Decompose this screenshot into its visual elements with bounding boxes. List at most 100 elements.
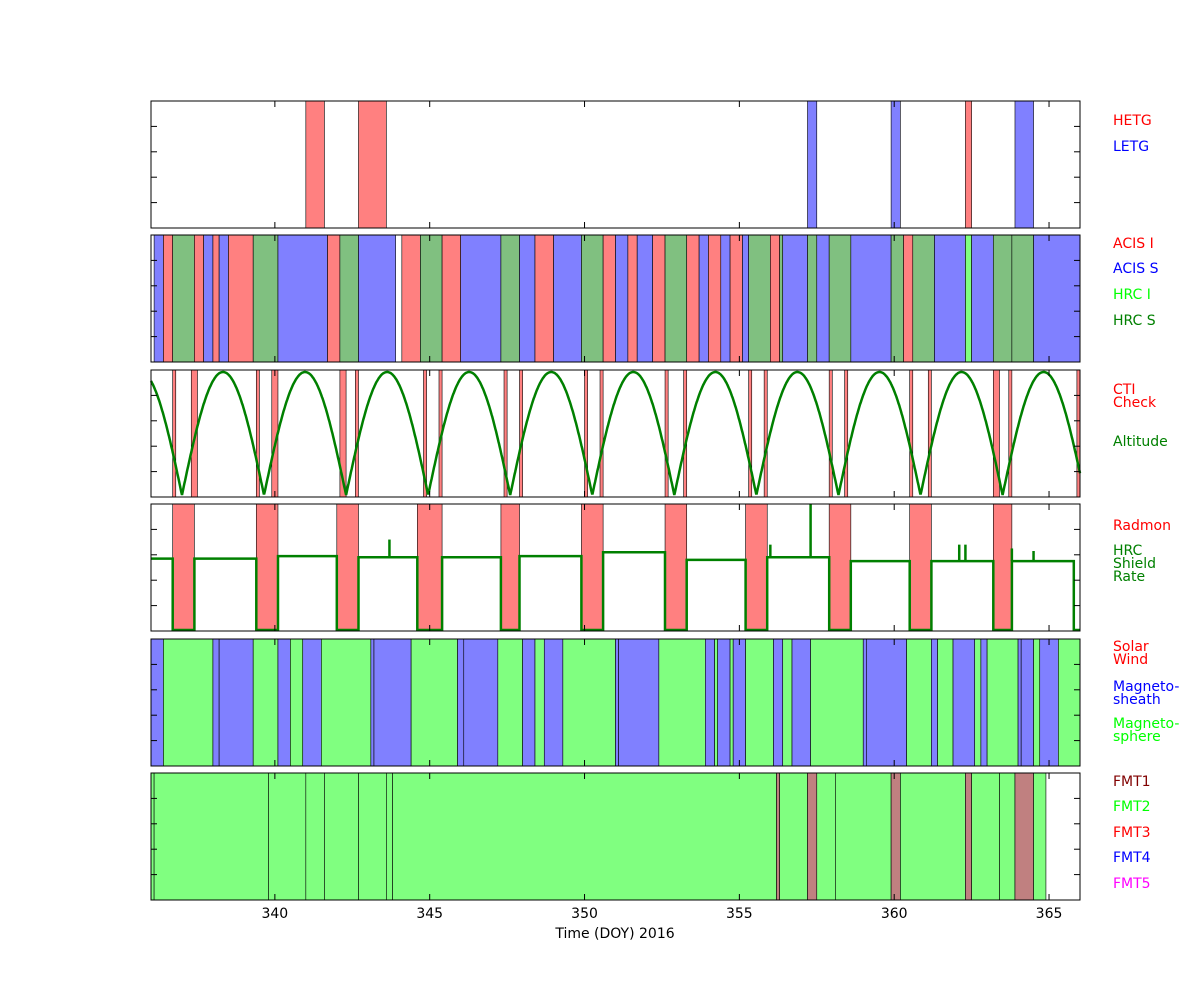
band-acis-i: [194, 234, 204, 363]
band-radmon: [172, 503, 195, 632]
band-cti: [748, 369, 753, 498]
band-acis-s: [358, 234, 396, 363]
legend-label: CTI: [1113, 382, 1135, 398]
band-magnetosheath: [1039, 638, 1059, 767]
band-magnetosphere: [810, 638, 864, 767]
band-hrc-s: [252, 234, 279, 363]
band-fmt2: [835, 772, 892, 901]
legend-label: Shield: [1113, 556, 1156, 572]
band-magnetosphere: [658, 638, 706, 767]
band-acis-i: [212, 234, 220, 363]
band-hetg: [965, 100, 972, 229]
band-acis-s: [218, 234, 229, 363]
legend-label: sheath: [1113, 692, 1161, 708]
band-acis-i: [627, 234, 638, 363]
band-magnetosphere: [906, 638, 932, 767]
panel-frame: [150, 234, 1081, 363]
band-magnetosphere: [782, 638, 793, 767]
band-magnetosphere: [497, 638, 523, 767]
band-fmt1: [1014, 772, 1034, 901]
band-cti: [255, 369, 260, 498]
band-fmt2: [386, 772, 393, 901]
legend-label: sphere: [1113, 729, 1161, 745]
band-hetg: [305, 100, 325, 229]
band-fmt2: [1033, 772, 1047, 901]
band-radmon: [255, 503, 279, 632]
band-magnetosheath: [212, 638, 220, 767]
band-magnetosheath: [218, 638, 254, 767]
band-cti: [172, 369, 177, 498]
band-magnetosphere: [729, 638, 734, 767]
legend-label: FMT5: [1113, 876, 1151, 892]
band-magnetosheath: [543, 638, 564, 767]
band-acis-s: [203, 234, 214, 363]
band-hrc-s: [828, 234, 852, 363]
band-fmt1: [776, 772, 780, 901]
band-magnetosheath: [615, 638, 619, 767]
legend-label: HRC: [1113, 543, 1143, 559]
band-fmt1: [807, 772, 818, 901]
band-acis-i: [903, 234, 914, 363]
panel-frame: [150, 503, 1081, 632]
band-cti: [927, 369, 932, 498]
band-fmt1: [890, 772, 901, 901]
band-acis-i: [770, 234, 780, 363]
band-magnetosheath: [150, 638, 164, 767]
band-magnetosphere: [562, 638, 616, 767]
legend-label: HRC S: [1113, 313, 1156, 329]
band-acis-s: [698, 234, 709, 363]
band-radmon: [992, 503, 1013, 632]
band-acis-s: [553, 234, 582, 363]
legend-label: HRC I: [1113, 287, 1151, 303]
band-magnetosheath: [952, 638, 976, 767]
x-tick-label: 340: [261, 906, 288, 922]
band-cti: [355, 369, 359, 498]
band-magnetosheath: [931, 638, 938, 767]
band-magnetosheath: [463, 638, 499, 767]
band-magnetosheath: [618, 638, 660, 767]
band-hrc-s: [1011, 234, 1034, 363]
band-acis-i: [401, 234, 421, 363]
band-acis-s: [519, 234, 536, 363]
band-fmt2: [779, 772, 808, 901]
band-hrc-s: [912, 234, 935, 363]
band-letg: [1014, 100, 1034, 229]
legend-label: FMT1: [1113, 774, 1151, 790]
x-tick-label: 360: [881, 906, 908, 922]
x-tick-label: 355: [726, 906, 753, 922]
band-acis-i: [228, 234, 254, 363]
x-tick-label: 365: [1036, 906, 1063, 922]
legend-label: ACIS I: [1113, 236, 1154, 252]
band-magnetosphere: [534, 638, 545, 767]
band-magnetosheath: [370, 638, 375, 767]
band-letg: [890, 100, 901, 229]
band-radmon: [581, 503, 604, 632]
band-acis-s: [816, 234, 830, 363]
band-radmon: [909, 503, 932, 632]
band-cti: [844, 369, 849, 498]
legend-label: FMT3: [1113, 825, 1151, 841]
band-fmt2: [392, 772, 777, 901]
band-fmt2: [971, 772, 1000, 901]
band-hrc-s: [890, 234, 904, 363]
legend-label: HETG: [1113, 113, 1152, 129]
panel-background: [151, 101, 1080, 228]
band-radmon: [417, 503, 443, 632]
band-letg: [807, 100, 818, 229]
band-acis-s: [742, 234, 749, 363]
band-cti: [1008, 369, 1013, 498]
band-hrc-s: [420, 234, 443, 363]
band-acis-i: [708, 234, 722, 363]
band-fmt2: [305, 772, 325, 901]
altitude-line: [149, 370, 1082, 496]
band-magnetosphere: [986, 638, 1019, 767]
band-magnetosheath: [773, 638, 784, 767]
band-acis-s: [850, 234, 892, 363]
band-hrc-s: [172, 234, 195, 363]
band-acis-s: [934, 234, 966, 363]
band-magnetosheath: [1017, 638, 1022, 767]
